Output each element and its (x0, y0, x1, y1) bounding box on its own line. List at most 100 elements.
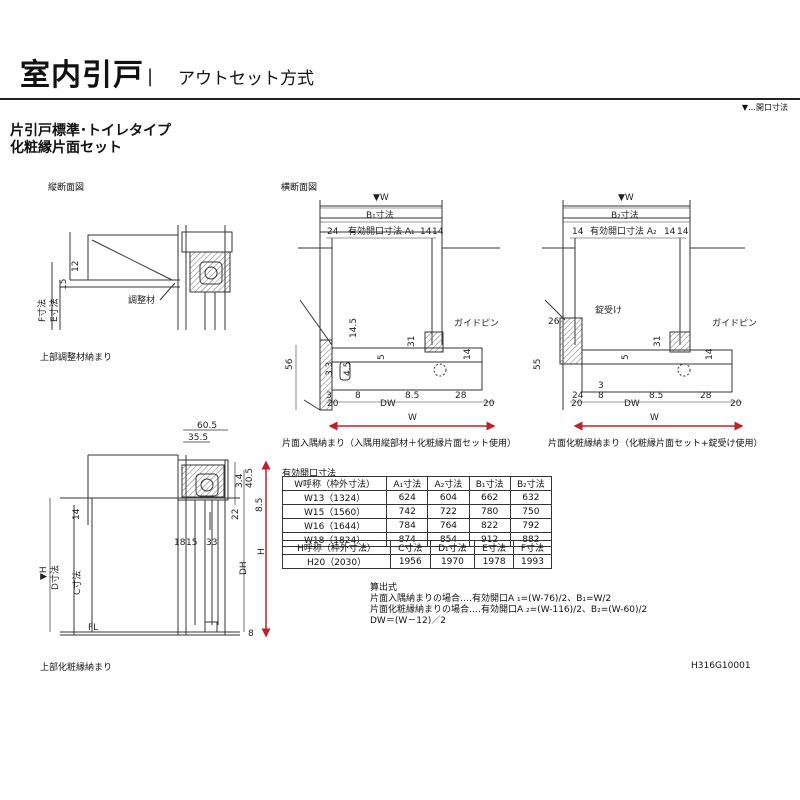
table-cell: 624 (386, 490, 429, 505)
sec1-dim-14b: 14 (432, 227, 444, 237)
legend-note: ▼…開口寸法 (741, 103, 788, 112)
section1-dim-lines (295, 207, 495, 410)
table-row: W16（1644） 784 764 822 792 (281, 518, 553, 533)
drawing-code: H316G10001 (691, 661, 751, 671)
sec1-dim-56: 56 (285, 358, 295, 370)
sec1-dim-20b: 20 (483, 399, 495, 409)
table-header: D₁寸法 (429, 540, 476, 555)
b1-label: B₁寸法 (366, 209, 394, 221)
dim-60-5: 60.5 (197, 421, 217, 431)
table-header: B₂寸法 (509, 476, 553, 491)
sec2-dim-8-5: 8.5 (649, 391, 663, 401)
dim-33: 33 (206, 538, 217, 548)
table-cell: 1970 (429, 554, 476, 569)
right-section-caption: 片面化粧縁納まり（化粧縁片面セット+錠受け使用） (548, 439, 763, 449)
table-header-row: H呼称（枠外寸法） C寸法 D₁寸法 E寸法 F寸法 (281, 540, 553, 555)
sec2-dim-31: 31 (653, 336, 663, 347)
formula-line2: 片面化粧縁納まりの場合‥‥有効開口A ₂=(W-116)/2、B₂=(W-60)… (370, 605, 648, 615)
header-rule (0, 98, 800, 100)
table-cell: 604 (427, 490, 470, 505)
sec1-dim-20a: 20 (327, 399, 339, 409)
sec2-dim-20b: 20 (730, 399, 742, 409)
dim-22: 22 (231, 509, 241, 520)
table-header-row: W呼称（枠外寸法） A₁寸法 A₂寸法 B₁寸法 B₂寸法 (281, 476, 553, 491)
sec2-dim-3: 3 (598, 381, 604, 391)
sec2-dim-55: 55 (533, 359, 543, 370)
table-header: E寸法 (474, 540, 514, 555)
table-cell: 1993 (512, 554, 553, 569)
formula-heading: 算出式 (370, 583, 398, 593)
page-title: 室内引戸 (20, 58, 144, 93)
w2-label: ▼W (618, 193, 634, 203)
formula-line3: DW＝(W－12)／2 (370, 616, 446, 626)
dim-15b: 15 (186, 538, 197, 548)
upper-trim-dim-lines (49, 429, 245, 632)
table-cell: W15（1560） (281, 504, 388, 519)
width-dimension-table: W呼称（枠外寸法） A₁寸法 A₂寸法 B₁寸法 B₂寸法 W13（1324） … (281, 476, 553, 547)
upper-trim-caption: 上部化粧縁納まり (40, 663, 113, 673)
sec2-dim-5: 5 (621, 354, 631, 360)
dw2-label: DW (624, 399, 640, 409)
table-header: B₁寸法 (468, 476, 511, 491)
dim-8-5: 8.5 (255, 498, 265, 512)
sec2-dim-14a: 14 (572, 227, 584, 237)
table-header: A₂寸法 (427, 476, 470, 491)
sec1-dim-14-5: 14.5 (349, 318, 359, 338)
sec2-dim-8: 8 (598, 391, 604, 401)
c-dim-label: C寸法 (71, 571, 83, 595)
sec1-dim-8: 8 (355, 391, 361, 401)
section2-labels: ▼W B₂寸法 有効開口寸法 A₂ 14 14 14 26 5 31 14 55… (533, 193, 757, 423)
sec1-dim-4-5: 4.5 (343, 362, 353, 376)
product-heading-line1: 片引戸標準･トイレタイプ (10, 123, 171, 139)
e-dim-label: E寸法 (48, 298, 60, 322)
formula-line1: 片面入隅納まりの場合‥‥有効開口A ₁=(W-76)/2、B₁=W/2 (370, 594, 612, 604)
w2-arrow-label: W (650, 413, 659, 423)
table-cell: 822 (468, 518, 511, 533)
sec1-dim-24: 24 (327, 227, 339, 237)
left-section-caption: 片面入隅納まり（入隅用縦部材＋化粧縁片面セット使用） (282, 439, 517, 449)
sec2-dim-14b: 14 (664, 227, 676, 237)
a1-label: 有効開口寸法 A₁ (348, 225, 415, 237)
title-separator: | (147, 66, 154, 87)
table-row: H20（2030） 1956 1970 1978 1993 (281, 554, 553, 569)
table-header: F寸法 (512, 540, 553, 555)
f-dim-label: F寸法 (36, 299, 48, 322)
table-cell: 784 (386, 518, 429, 533)
dim-14: 14 (72, 508, 82, 520)
a2-label: 有効開口寸法 A₂ (590, 225, 657, 237)
sec1-dim-5: 5 (377, 354, 387, 360)
lock-receiver-label: 錠受け (595, 304, 622, 316)
w1-arrow-label: W (408, 413, 417, 423)
table-cell: W13（1324） (281, 490, 388, 505)
sec1-dim-14c: 14 (463, 348, 473, 360)
sec2-dim-24: 24 (572, 391, 584, 401)
dim-18: 18 (174, 538, 186, 548)
b2-label: B₂寸法 (611, 209, 639, 221)
table-header: A₁寸法 (386, 476, 429, 491)
sec1-dim-3: 3 (326, 391, 332, 401)
sec1-dim-8-5: 8.5 (405, 391, 419, 401)
table-cell: 792 (509, 518, 553, 533)
table-header: C寸法 (390, 540, 431, 555)
height-dimension-table: H呼称（枠外寸法） C寸法 D₁寸法 E寸法 F寸法 H20（2030） 195… (281, 540, 553, 569)
table-cell: 780 (468, 504, 511, 519)
horizontal-section-label: 横断面図 (281, 183, 318, 193)
table-cell: 722 (427, 504, 470, 519)
sec1-dim-14a: 14 (420, 227, 432, 237)
table-row: W13（1324） 624 604 662 632 (281, 490, 553, 505)
sec1-dim-3-3: 3.3 (325, 362, 335, 376)
table-cell: 1956 (390, 554, 431, 569)
sec1-dim-28: 28 (455, 391, 467, 401)
table-cell: 1978 (474, 554, 514, 569)
table-row: W15（1560） 742 722 780 750 (281, 504, 553, 519)
upper-trim-dim-labels: 60.5 35.5 40.5 3.4 8.5 22 18 15 33 14 8 … (39, 421, 267, 639)
section2-drawing (542, 200, 745, 410)
w1-label: ▼W (373, 193, 389, 203)
page-subtitle: アウトセット方式 (178, 69, 314, 89)
dim-3-4: 3.4 (235, 473, 245, 488)
table-cell: 662 (468, 490, 511, 505)
table-cell: H20（2030） (281, 554, 392, 569)
table-title: 有効開口寸法 (282, 469, 337, 479)
table-header: W呼称（枠外寸法） (281, 476, 388, 491)
